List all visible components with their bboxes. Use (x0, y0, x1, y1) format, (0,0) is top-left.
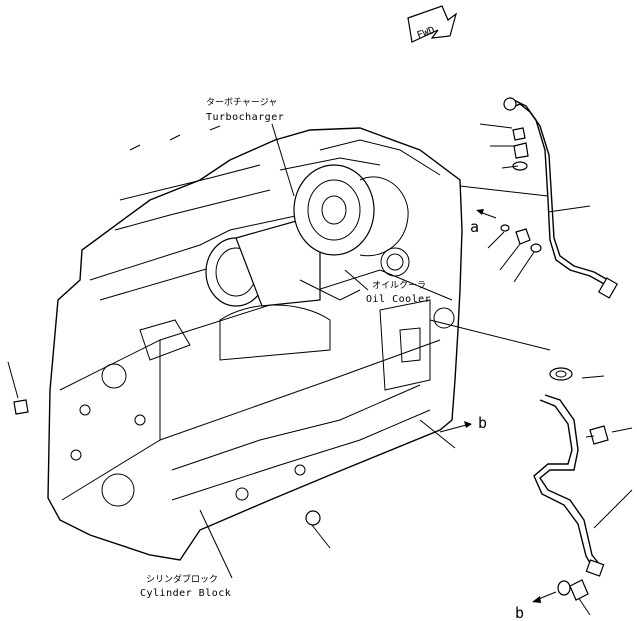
cylinder-block-drawing (47, 125, 463, 561)
turbocharger-label-jp: ターボチャージャ (206, 97, 277, 108)
cylinder-block-label: Cylinder Block (140, 588, 231, 599)
fittings-upper (500, 127, 542, 253)
fittings-lower (13, 399, 589, 601)
leader-lines (7, 123, 633, 616)
turbocharger-label: Turbocharger (206, 112, 284, 123)
reference-mark-a: a (470, 218, 479, 236)
reference-mark-b-lower: b (515, 604, 524, 621)
oil-return-pipe (533, 367, 609, 577)
oil-cooler-label: Oil Cooler (366, 294, 431, 305)
forward-direction-arrow: FWD (407, 5, 458, 43)
reference-arrows (439, 209, 557, 603)
reference-mark-b-upper: b (478, 414, 487, 432)
turbocharger-drawing (205, 164, 409, 307)
oil-cooler-label-jp: オイルクーラ (372, 280, 426, 291)
oil-supply-pipe (503, 97, 619, 299)
cylinder-block-label-jp: シリンダブロック (146, 573, 218, 585)
